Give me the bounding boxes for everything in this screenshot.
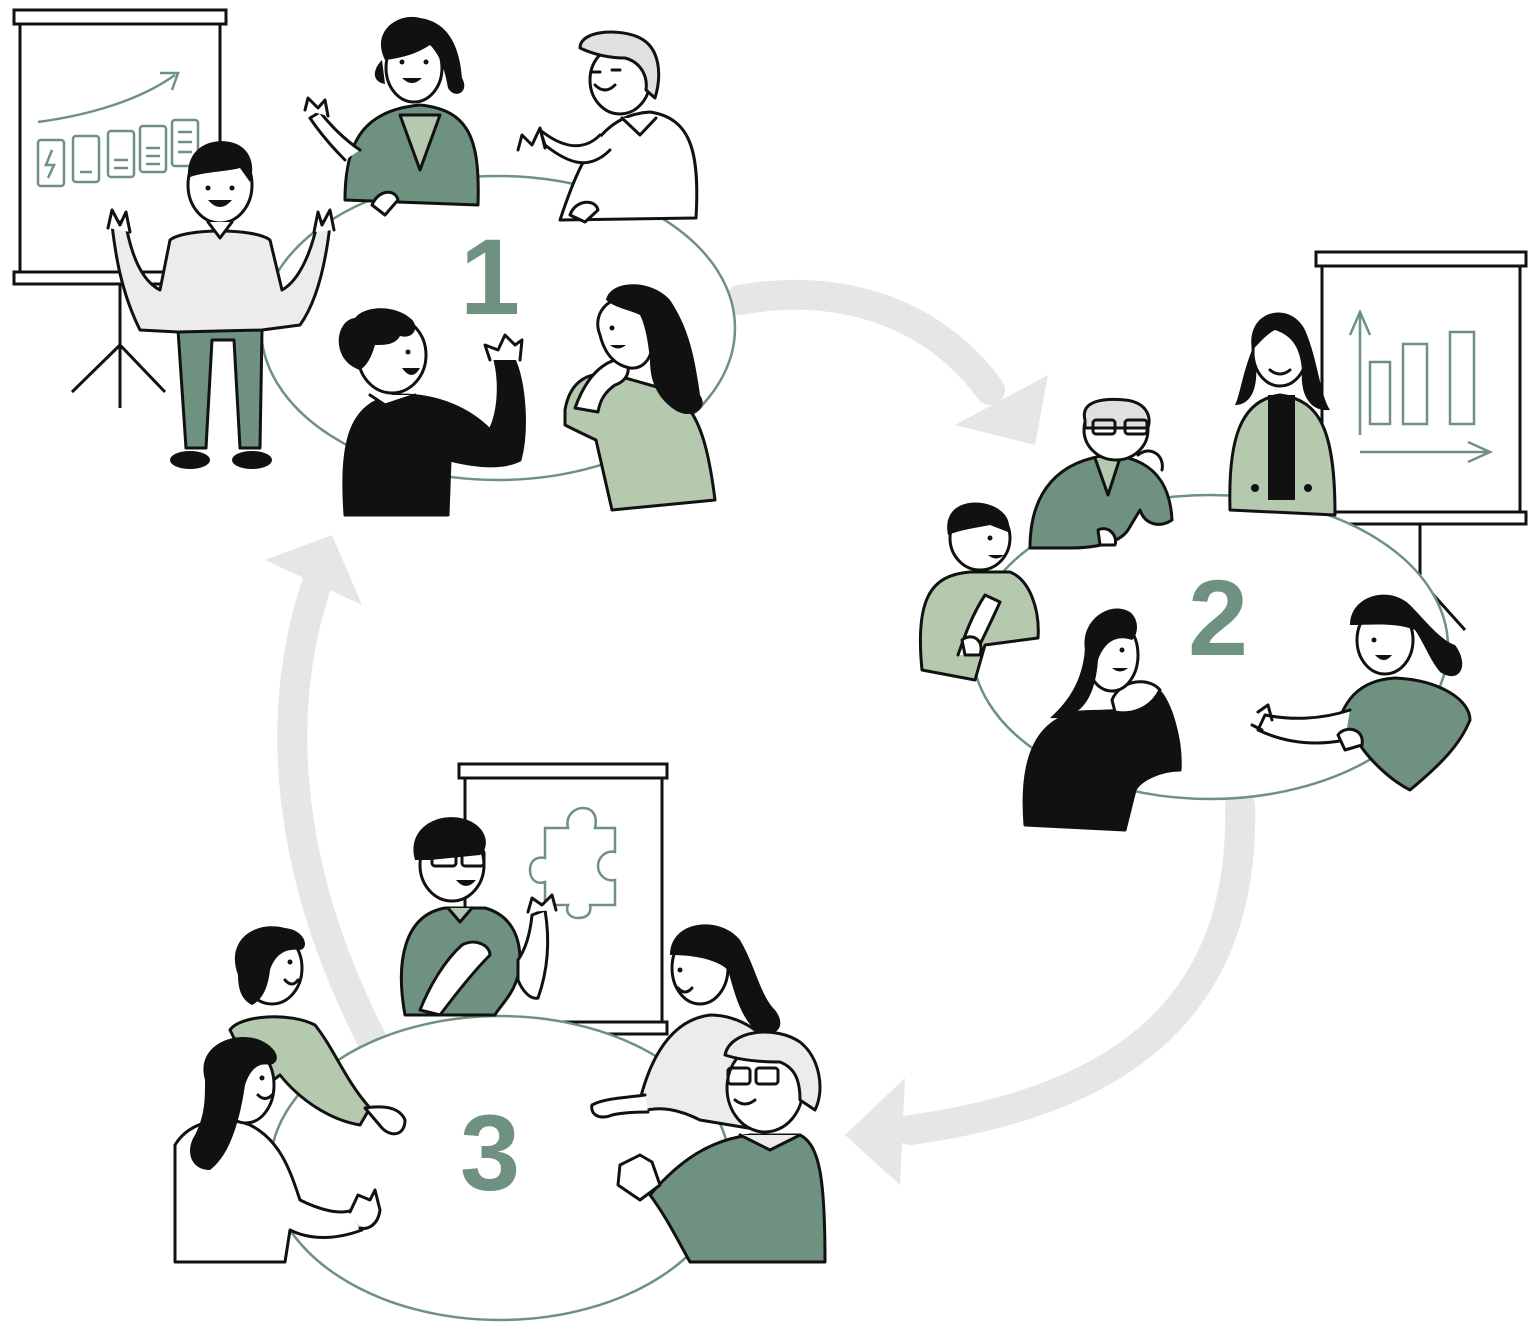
cycle-arrows xyxy=(277,279,1256,1145)
arrow-head-3 xyxy=(265,535,362,605)
step-number-1: 1 xyxy=(460,216,520,337)
arrow-1-to-2 xyxy=(725,279,1005,405)
woman-green-tshirt xyxy=(1250,594,1472,792)
step-number-3: 3 xyxy=(460,1092,520,1213)
meeting-group-1: 1 xyxy=(12,8,737,517)
man-white-shirt xyxy=(516,30,699,224)
meeting-group-2: 2 xyxy=(918,250,1528,832)
woman-white-shirt xyxy=(173,1036,382,1264)
battery-levels-chart-icon xyxy=(36,71,200,188)
projector-screen-2 xyxy=(1314,250,1528,632)
woman-light-green-sweater xyxy=(563,284,717,512)
man-green-jacket-glasses xyxy=(616,1030,827,1264)
bar-chart-icon xyxy=(1348,308,1494,464)
woman-green-blazer xyxy=(303,16,480,217)
man-thinking xyxy=(918,502,1040,682)
presenter-standing xyxy=(106,141,336,469)
arrow-head-2 xyxy=(845,1078,905,1185)
meeting-group-3: 3 xyxy=(173,762,827,1322)
arrow-head-1 xyxy=(955,375,1048,445)
woman-standing-presenter xyxy=(1228,312,1337,517)
man-black-sweater xyxy=(338,308,526,517)
older-man-glasses xyxy=(1028,397,1174,550)
woman-black-outfit xyxy=(1022,608,1182,832)
arrow-2-to-3 xyxy=(895,790,1256,1145)
arrow-3-to-1 xyxy=(277,565,387,1055)
puzzle-piece-icon xyxy=(528,806,617,920)
step-number-2: 2 xyxy=(1188,557,1248,678)
arrow-heads xyxy=(265,375,1048,1185)
man-glasses-green-shirt xyxy=(399,817,558,1017)
